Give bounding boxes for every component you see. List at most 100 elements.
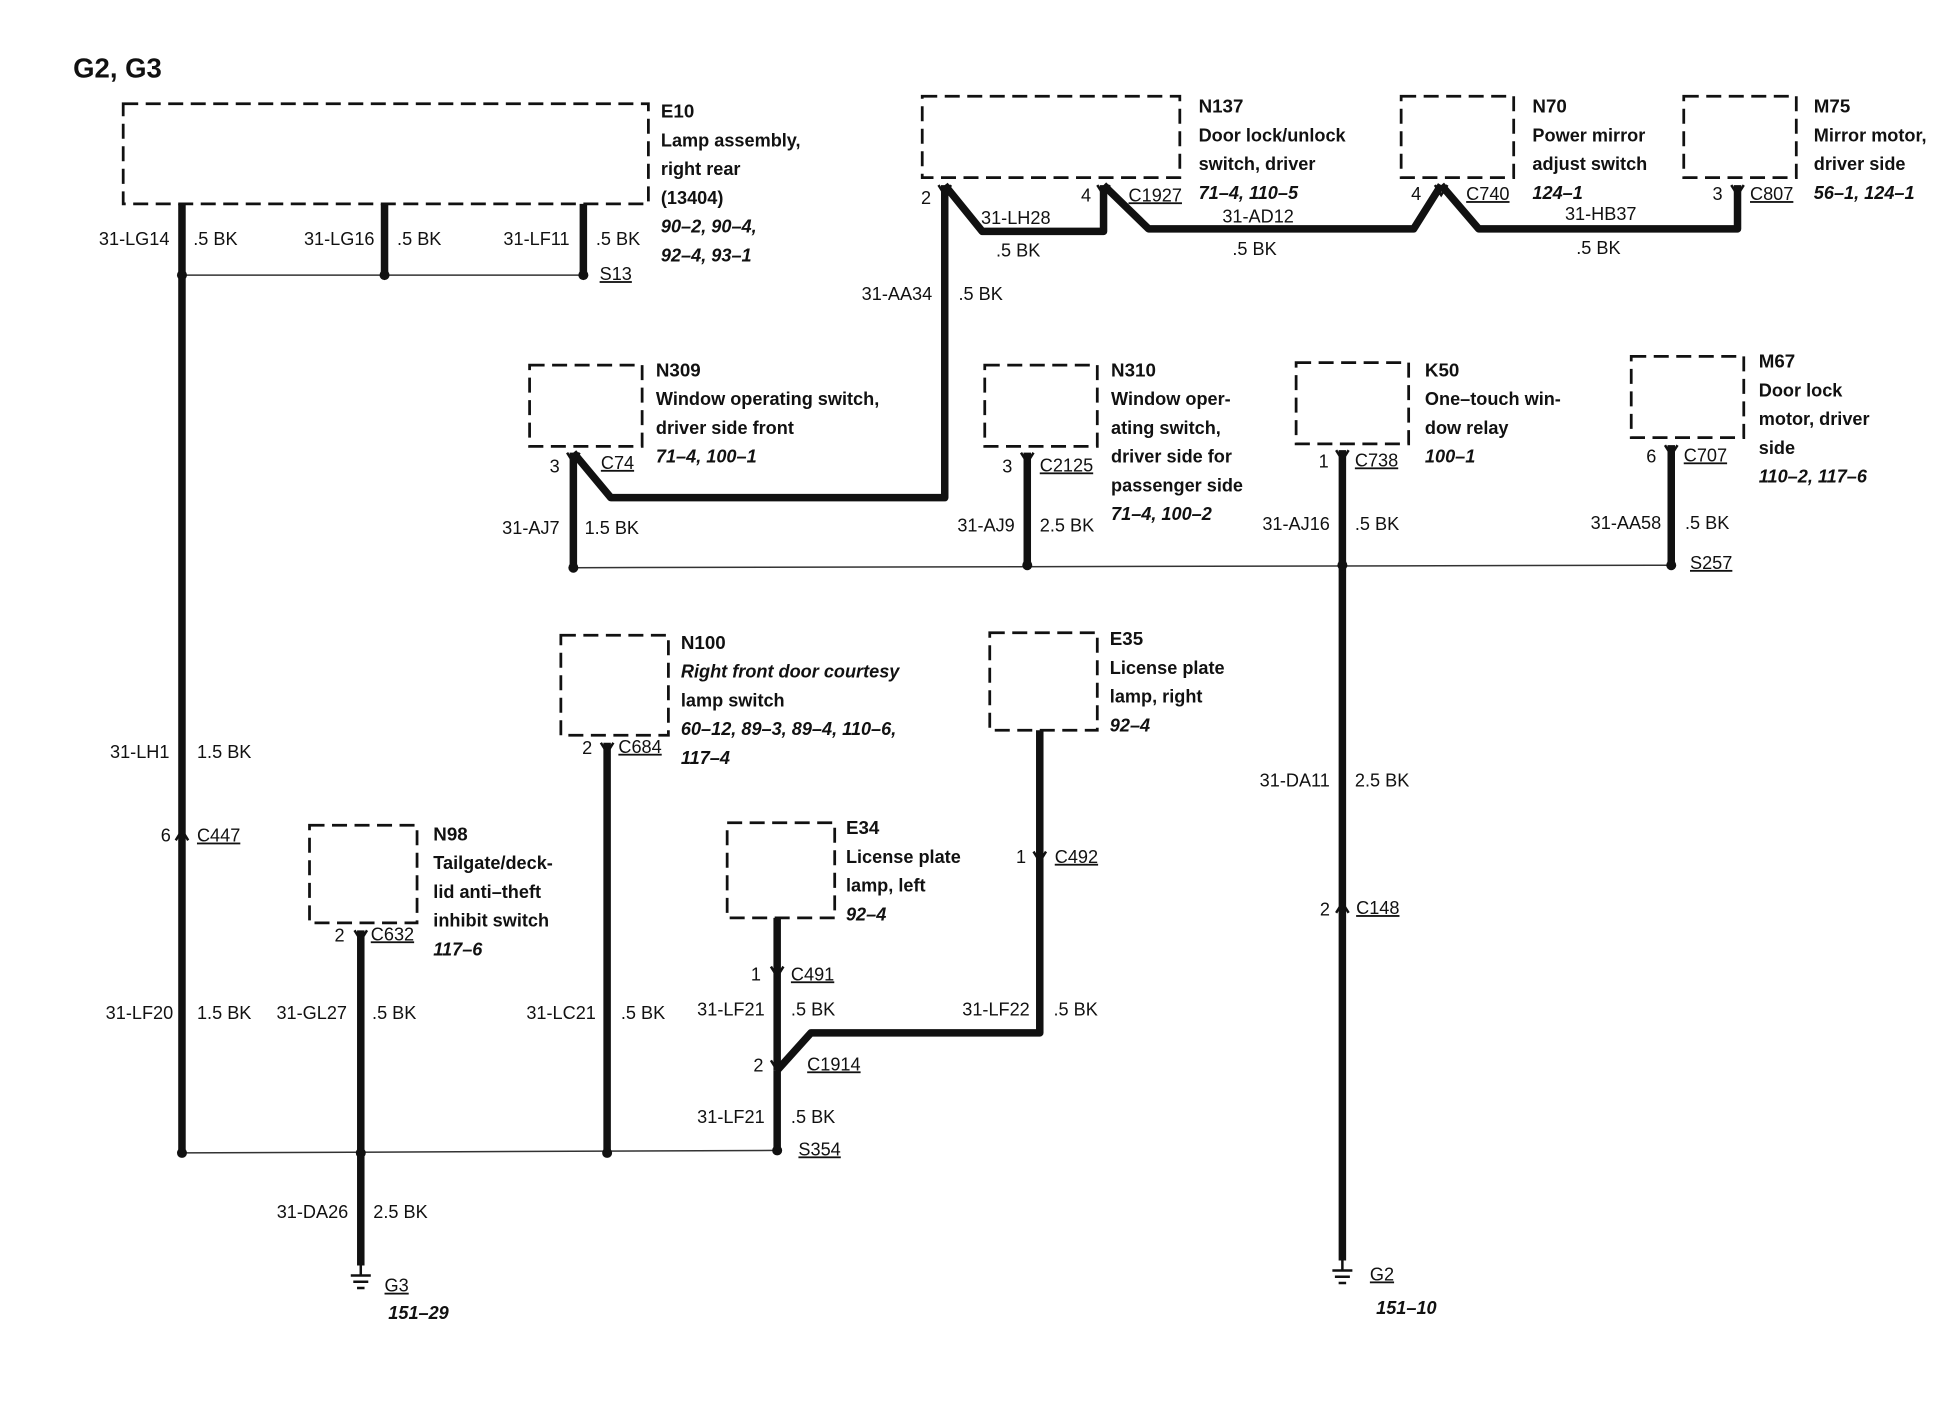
splice-dot [1337, 560, 1348, 571]
svg-text:56–1, 124–1: 56–1, 124–1 [1814, 183, 1915, 203]
wire-gauge: .5 BK [372, 1003, 416, 1023]
connector-pin: 6 [161, 826, 171, 846]
svg-text:ating switch,: ating switch, [1111, 418, 1221, 438]
component-n70-box [1399, 94, 1516, 179]
connector-mark [937, 184, 953, 198]
wire-circuit: 31-LG16 [304, 229, 375, 249]
splice-dot [1666, 560, 1677, 571]
wire-circuit: 31-AJ9 [957, 515, 1014, 535]
connector-mark [599, 742, 615, 756]
wire-circuit: 31-LF20 [106, 1003, 174, 1023]
splice-dot [176, 270, 187, 281]
splice-s354-bus [181, 1149, 778, 1154]
connector-marks [174, 184, 1745, 1073]
connector-c2125: C2125 [1040, 455, 1093, 475]
splice-s354-label: S354 [798, 1139, 840, 1159]
wire-circuit: 31-LC21 [526, 1003, 596, 1023]
connector-mark [1335, 900, 1350, 914]
wire-gauge: .5 BK [791, 999, 835, 1019]
splice-dot [1022, 560, 1033, 571]
splice-dot [602, 1147, 613, 1158]
ground-g3: G3 151–29 [350, 1265, 449, 1323]
wire-gauge: .5 BK [193, 229, 237, 249]
connector-pin: 2 [1320, 899, 1330, 919]
connector-pin: 6 [1646, 447, 1656, 467]
wire-circuit: 31-HB37 [1565, 204, 1637, 224]
wire-circuit: 31-AJ16 [1262, 514, 1330, 534]
connector-c807: C807 [1750, 184, 1793, 204]
connector-pin: 1 [751, 964, 761, 984]
wire-circuit: 31-AA58 [1591, 513, 1662, 533]
splice-buses [176, 270, 1677, 1158]
component-n100-box [559, 633, 670, 737]
svg-text:N100: N100 [681, 632, 726, 653]
svg-text:Door lock/unlock: Door lock/unlock [1199, 125, 1347, 145]
component-m67-label: M67 Door lock motor, driver side 110–2, … [1759, 351, 1870, 487]
svg-text:124–1: 124–1 [1532, 183, 1582, 203]
component-n309-label: N309 Window operating switch, driver sid… [656, 359, 879, 466]
component-n70-label: N70 Power mirror adjust switch 124–1 [1532, 96, 1647, 203]
splice-s13-label: S13 [600, 264, 632, 284]
wire-gauge: 2.5 BK [373, 1202, 427, 1222]
svg-text:Power mirror: Power mirror [1532, 125, 1645, 145]
wire-gauge: .5 BK [791, 1107, 835, 1127]
connector-mark [1663, 444, 1679, 458]
svg-text:lamp, left: lamp, left [846, 876, 926, 896]
component-e35-label: E35 License plate lamp, right 92–4 [1110, 628, 1225, 735]
wire-circuit: 31-LF21 [697, 1107, 765, 1127]
splice-dot [568, 562, 579, 573]
wire-gauge: .5 BK [1232, 239, 1276, 259]
svg-text:Lamp assembly,: Lamp assembly, [661, 130, 801, 150]
connector-c74: C74 [601, 453, 634, 473]
svg-text:driver side for: driver side for [1111, 447, 1232, 467]
wire-gauge: .5 BK [1685, 513, 1729, 533]
connector-mark [1433, 184, 1449, 198]
connector-c1914: C1914 [807, 1054, 860, 1074]
svg-text:N310: N310 [1111, 359, 1156, 380]
svg-text:N309: N309 [656, 359, 701, 380]
svg-text:lid anti–theft: lid anti–theft [433, 882, 541, 902]
svg-text:Mirror motor,: Mirror motor, [1814, 125, 1927, 145]
connector-c707: C707 [1684, 445, 1727, 465]
connector-pin: 2 [582, 738, 592, 758]
connector-mark [566, 451, 581, 466]
svg-text:lamp, right: lamp, right [1110, 687, 1203, 707]
component-n100-label: N100 Right front door courtesy lamp swit… [681, 632, 900, 768]
ground-g2: G2 151–10 [1332, 1260, 1437, 1318]
svg-text:passenger side: passenger side [1111, 475, 1243, 495]
wires [178, 182, 1742, 1266]
svg-text:side: side [1759, 438, 1795, 458]
svg-text:driver side front: driver side front [656, 418, 794, 438]
svg-text:90–2, 90–4,: 90–2, 90–4, [661, 217, 757, 237]
svg-text:inhibit switch: inhibit switch [433, 911, 549, 931]
wire-gauge: .5 BK [996, 240, 1040, 260]
connector-c740: C740 [1466, 184, 1509, 204]
wire-gauge: .5 BK [621, 1003, 665, 1023]
svg-text:lamp switch: lamp switch [681, 691, 785, 711]
wire-gauge: .5 BK [1355, 514, 1399, 534]
splice-dot [355, 1147, 366, 1158]
svg-text:117–4: 117–4 [681, 748, 730, 768]
component-k50-box [1294, 361, 1411, 446]
component-n137-label: N137 Door lock/unlock switch, driver 71–… [1199, 96, 1347, 203]
wire-gauge: .5 BK [1576, 238, 1620, 258]
wire-circuit: 31-LF22 [962, 999, 1030, 1019]
component-e34-box [725, 821, 837, 920]
svg-text:dow relay: dow relay [1425, 418, 1509, 438]
ground-icon [350, 1265, 371, 1290]
wire-circuit: 31-LF11 [503, 229, 569, 249]
ground-icon [1332, 1260, 1353, 1285]
svg-text:E35: E35 [1110, 628, 1143, 649]
connector-mark [1096, 184, 1111, 198]
wire-gauge: 1.5 BK [197, 1003, 251, 1023]
svg-text:117–6: 117–6 [433, 939, 483, 959]
svg-text:60–12, 89–3, 89–4, 110–6,: 60–12, 89–3, 89–4, 110–6, [681, 719, 896, 739]
wire-gauge: 1.5 BK [585, 518, 639, 538]
svg-text:motor, driver: motor, driver [1759, 409, 1870, 429]
svg-text:M67: M67 [1759, 351, 1795, 372]
connector-c684: C684 [618, 737, 661, 757]
wire-circuit: 31-DA11 [1260, 771, 1330, 791]
connector-mark [353, 929, 369, 943]
svg-text:Right front door courtesy: Right front door courtesy [681, 662, 900, 682]
splice-s257-label: S257 [1690, 553, 1732, 573]
